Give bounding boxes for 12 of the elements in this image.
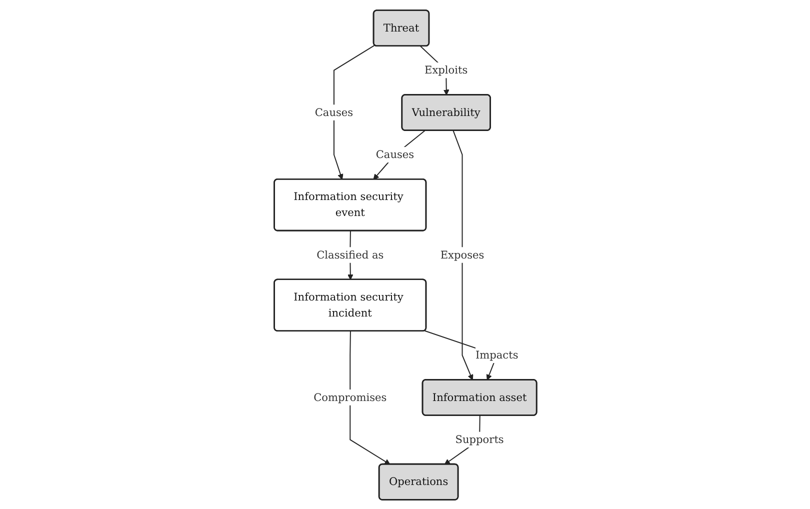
arrow bbox=[349, 330, 390, 464]
arrow bbox=[452, 130, 473, 380]
edge-label: Classified as bbox=[316, 248, 384, 260]
edge-label: Causes bbox=[314, 105, 353, 118]
edge-label: Exposes bbox=[440, 248, 484, 260]
edge-label: Supports bbox=[454, 432, 504, 446]
edge-label: Impacts bbox=[475, 348, 518, 361]
edge-label: Causes bbox=[375, 148, 414, 160]
arrow bbox=[372, 130, 425, 180]
arrow bbox=[333, 44, 375, 180]
edge-label: Compromises bbox=[313, 390, 386, 403]
edge-label: Exploits bbox=[424, 63, 468, 76]
